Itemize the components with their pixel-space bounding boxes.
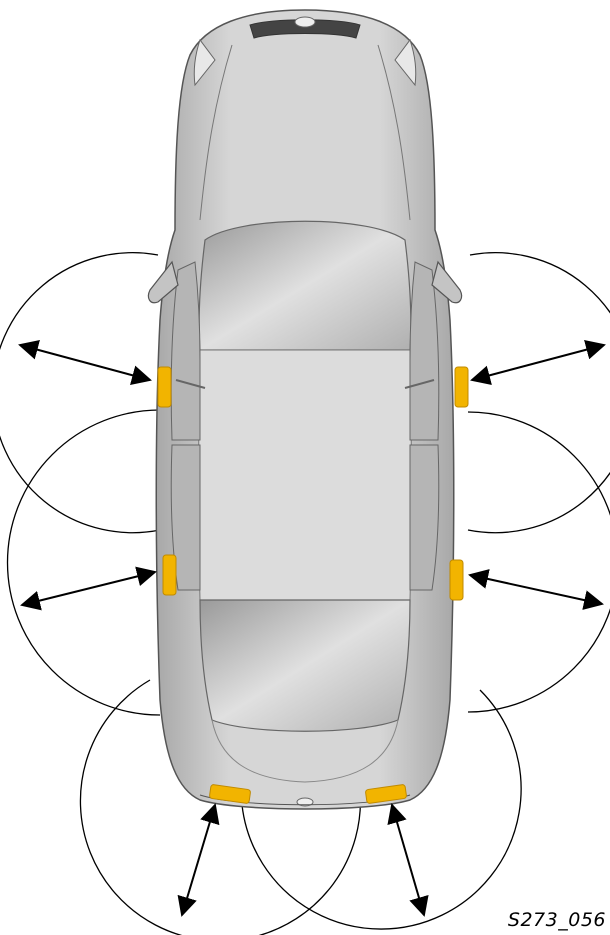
arrow-front-left	[18, 340, 152, 385]
sensor-rear-right	[449, 559, 464, 601]
hood-line-right	[377, 44, 411, 221]
door-handle-left-front	[175, 379, 206, 389]
arrow-rear-right	[468, 569, 604, 610]
sensor-rear-bumper-left	[209, 784, 251, 804]
mirror-left	[147, 260, 179, 304]
side-window-left-rear	[170, 444, 201, 591]
sensor-rear-left	[162, 554, 177, 596]
figure-code-label: S273_056	[507, 909, 606, 931]
front-logo-icon	[294, 16, 316, 28]
arrow-front-right	[470, 339, 606, 386]
zone-rear-right	[467, 411, 610, 713]
car-top-view	[147, 9, 463, 810]
mirror-right	[431, 260, 463, 304]
roof	[198, 349, 412, 601]
door-handle-right-front	[404, 379, 435, 389]
zone-rear-bumper-right	[241, 689, 522, 930]
zone-front-right	[467, 252, 610, 534]
front-grille	[249, 19, 361, 39]
arrow-rear-bumper-left	[177, 803, 220, 917]
sensors	[157, 366, 469, 804]
sensor-rear-bumper-right	[365, 784, 407, 804]
side-window-right-rear	[409, 444, 440, 591]
arrow-rear-left	[20, 566, 157, 611]
arrow-rear-bumper-right	[387, 803, 429, 917]
rear-logo-icon	[296, 797, 314, 807]
trunk-lid	[211, 719, 399, 783]
hood-line-left	[199, 44, 233, 221]
zone-rear-left	[6, 409, 161, 716]
sensor-front-right	[454, 366, 469, 408]
arrows	[18, 339, 606, 917]
detection-zones	[0, 252, 610, 935]
zone-rear-bumper-left	[79, 679, 362, 935]
windshield	[198, 220, 412, 351]
rear-window	[199, 599, 411, 732]
side-window-left-front	[170, 261, 201, 441]
side-window-right-front	[409, 261, 440, 441]
zone-front-left	[0, 252, 161, 534]
sensor-front-left	[157, 366, 172, 408]
headlight-right	[394, 38, 417, 87]
headlight-left	[193, 38, 216, 87]
